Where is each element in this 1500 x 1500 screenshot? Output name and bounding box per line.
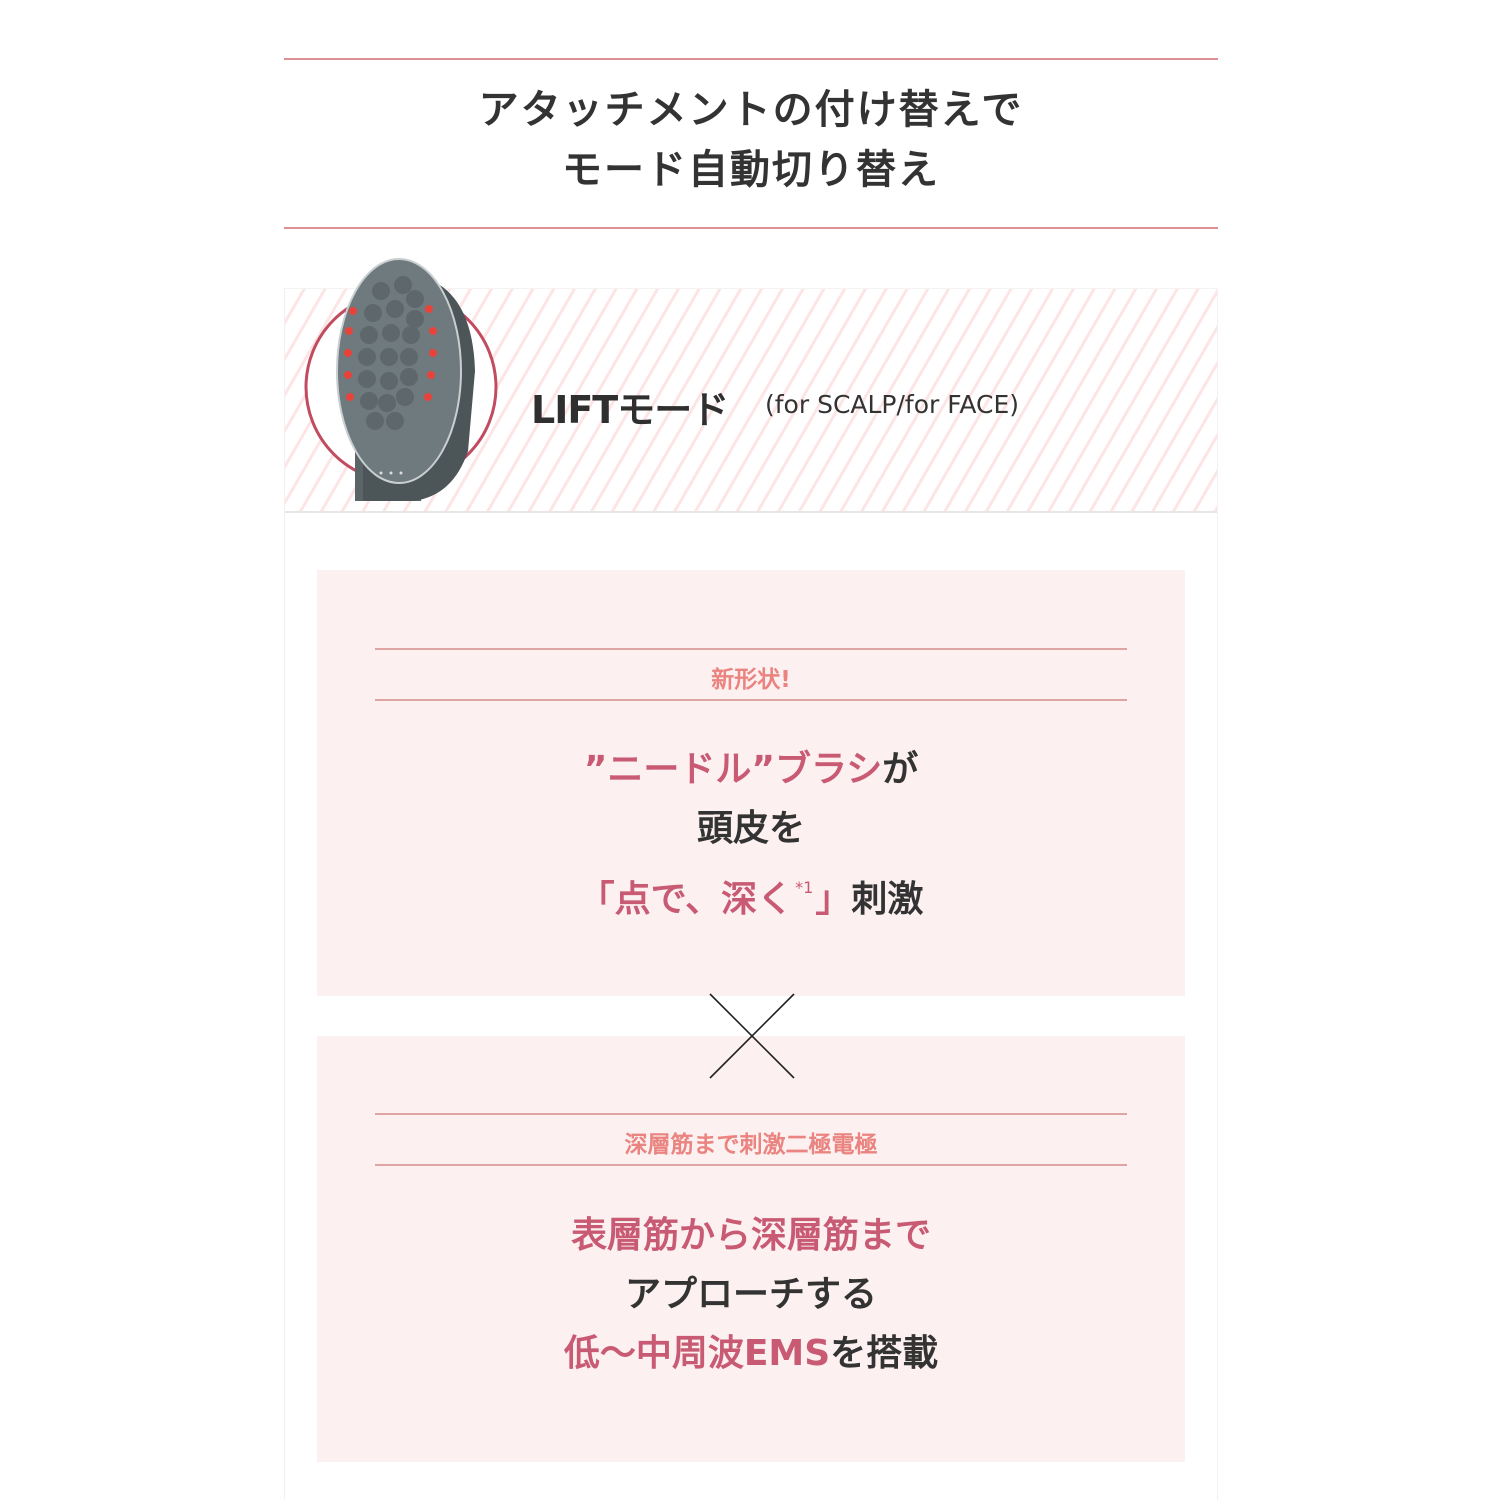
description-line: 表層筋から深層筋まで: [570, 1215, 931, 1256]
bottom-divider: [284, 227, 1218, 229]
footnote-marker: *1: [795, 878, 814, 897]
section-heading: アタッチメントの付け替えで モード自動切り替え: [284, 80, 1218, 200]
feature-tag: 新形状!: [711, 667, 791, 693]
description-line: 「点で、深く*1」刺激: [578, 878, 924, 920]
mode-title: LIFTモード: [531, 388, 729, 432]
feature-tag: 深層筋まで刺激二極電極: [624, 1132, 878, 1158]
feature-card-ems: 深層筋まで刺激二極電極 表層筋から深層筋まで アプローチする 低～中周波EMSを…: [317, 1036, 1185, 1462]
feature-description: 表層筋から深層筋まで アプローチする 低～中周波EMSを搭載: [317, 1206, 1185, 1383]
heading-line-2: モード自動切り替え: [562, 147, 940, 193]
tag-rule-top: [375, 648, 1127, 650]
mode-header-band: LIFTモード (for SCALP/for FACE): [285, 258, 1217, 513]
tag-rule-bottom: [375, 1164, 1127, 1166]
feature-section: アタッチメントの付け替えで モード自動切り替え: [284, 0, 1218, 1500]
description-line: ”ニードル”ブラシが: [583, 749, 919, 790]
mode-subtitle: (for SCALP/for FACE): [765, 390, 1020, 419]
feature-card-needle-brush: 新形状! ”ニードル”ブラシが 頭皮を 「点で、深く*1」刺激: [317, 570, 1185, 996]
feature-description: ”ニードル”ブラシが 頭皮を 「点で、深く*1」刺激: [317, 740, 1185, 929]
scalp-brush-device-icon: [304, 258, 498, 501]
tag-rule-bottom: [375, 699, 1127, 701]
multiply-cross-icon: [709, 993, 795, 1079]
mode-panel: LIFTモード (for SCALP/for FACE) 新形状! ”ニードル”…: [284, 258, 1218, 1500]
top-divider: [284, 58, 1218, 60]
heading-line-1: アタッチメントの付け替えで: [478, 87, 1024, 133]
tag-rule-top: [375, 1113, 1127, 1115]
description-line: 頭皮を: [696, 808, 805, 849]
description-line: 低～中周波EMSを搭載: [563, 1333, 939, 1374]
description-line: アプローチする: [624, 1274, 877, 1315]
